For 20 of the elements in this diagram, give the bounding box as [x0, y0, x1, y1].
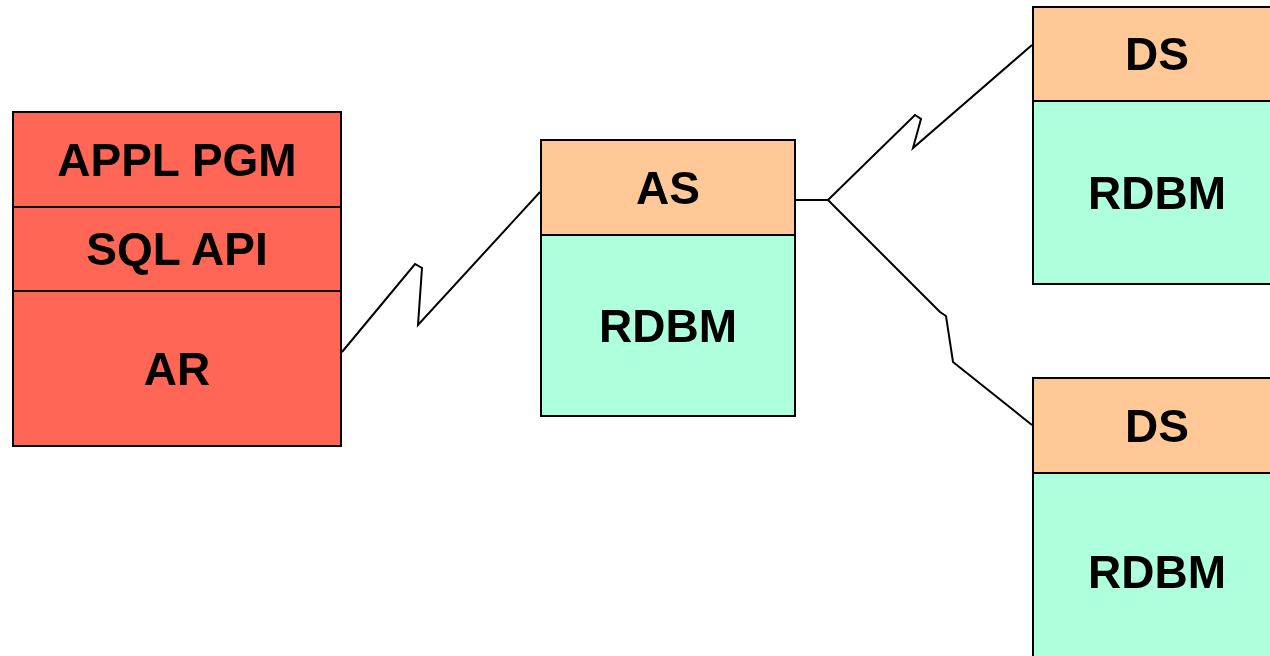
- layer-label: RDBM: [1088, 165, 1226, 220]
- layer-label: RDBM: [1088, 545, 1226, 599]
- layer-label: SQL API: [86, 222, 268, 276]
- layer-box: [1032, 472, 1270, 656]
- layer-label: DS: [1125, 398, 1189, 453]
- layer-label: AS: [636, 160, 700, 215]
- layer-box: [12, 206, 342, 292]
- layer-label: APPL PGM: [57, 132, 297, 187]
- layer-box: [1032, 100, 1270, 285]
- header-box: [1032, 377, 1270, 474]
- layer-box: [12, 290, 342, 447]
- layer-label: RDBM: [599, 298, 737, 353]
- layer-box: [12, 111, 342, 208]
- layer-label: AR: [143, 341, 211, 396]
- layer-box: [540, 234, 796, 417]
- header-box: [1032, 6, 1270, 102]
- layer-label: DS: [1125, 27, 1189, 81]
- header-box: [540, 139, 796, 236]
- lightning-link: [341, 191, 541, 353]
- lightning-link: [795, 199, 1033, 426]
